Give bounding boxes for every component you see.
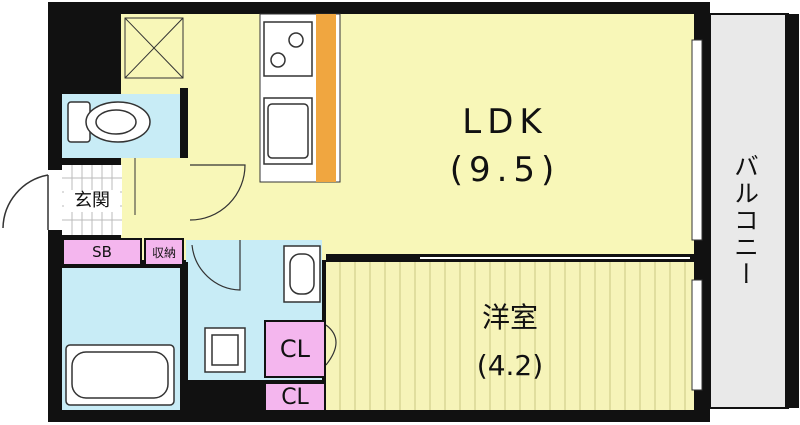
closet-2-label: CL	[264, 382, 326, 412]
bath-partition	[180, 262, 188, 410]
room-window	[691, 279, 703, 391]
bathtub	[65, 344, 175, 406]
western-room-flooring-lines	[339, 262, 686, 410]
balcony-label: バルコニー	[730, 152, 760, 288]
washroom-door	[191, 240, 241, 291]
storage-label: 収納	[144, 238, 184, 266]
ldk-window	[691, 39, 703, 241]
balcony-floor	[709, 13, 789, 409]
washbasin	[283, 245, 321, 303]
toilet-wall	[180, 88, 188, 158]
western-room-floor	[326, 262, 694, 410]
closet-1-label: CL	[264, 320, 326, 378]
shoe-box-label: SB	[62, 238, 142, 266]
ldk-label: LDK	[462, 102, 548, 142]
toilet-fixture	[67, 101, 151, 143]
balcony-rail	[785, 14, 799, 408]
entrance-notch	[0, 170, 62, 230]
washing-machine	[204, 327, 246, 373]
western-room-size: (4.2)	[476, 349, 544, 382]
hall-door	[189, 164, 246, 221]
entrance-label: 玄関	[64, 190, 120, 212]
closet-door	[325, 324, 337, 366]
kitchen-counter-accent	[316, 14, 336, 182]
fridge-space	[124, 17, 184, 79]
kitchen-sink	[263, 97, 313, 165]
stove	[263, 21, 313, 77]
entrance-door	[2, 174, 49, 230]
western-room-label: 洋室	[481, 301, 538, 334]
ldk-size: (9.5)	[449, 150, 561, 190]
